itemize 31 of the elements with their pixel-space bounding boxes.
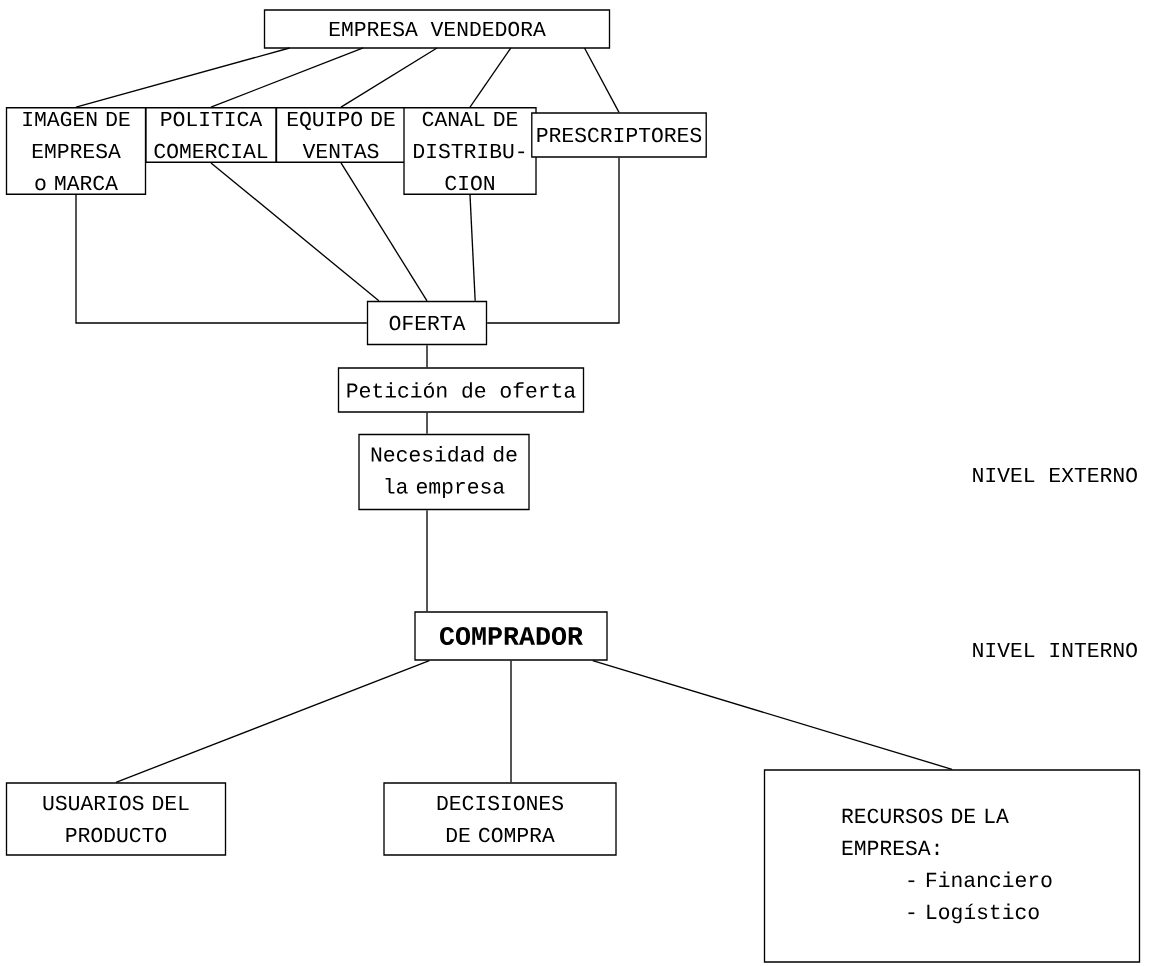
process-box: EQUIPO DE VENTAS	[275, 107, 407, 163]
process-box: RECURSOS DE LA EMPRESA: - Financiero - Logístico	[763, 769, 1141, 963]
process-box: CANAL DE DISTRIBU- CION	[403, 107, 537, 195]
process-box: IMAGEN DE EMPRESA o MARCA	[5, 107, 147, 195]
level-label: NIVEL EXTERNO	[973, 467, 1137, 483]
connector-line	[469, 194, 476, 302]
connector-line	[592, 660, 953, 770]
connector-line	[75, 47, 291, 108]
connector-line	[510, 660, 512, 783]
connector-line	[210, 162, 380, 302]
process-box: EMPRESA VENDEDORA	[263, 9, 611, 49]
connector-line	[340, 162, 428, 302]
process-box: COMPRADOR	[414, 611, 608, 661]
process-box: OFERTA	[366, 300, 488, 346]
connector-line	[486, 157, 620, 324]
level-label: NIVEL INTERNO	[973, 642, 1137, 658]
connector-line	[210, 47, 364, 108]
process-box: POLITICA COMERCIAL	[145, 107, 277, 163]
process-box: Petición de oferta	[337, 367, 585, 413]
process-box: DECISIONES DE COMPRA	[383, 782, 617, 856]
connector-line	[426, 509, 428, 612]
connector-line	[75, 194, 368, 324]
connector-line	[115, 660, 430, 783]
connector-line	[583, 47, 620, 113]
connector-line	[469, 47, 512, 108]
connector-line	[340, 47, 438, 108]
process-box: PRESCRIPTORES	[531, 112, 707, 158]
process-box: Necesidad de la empresa	[358, 433, 530, 511]
connector-line	[426, 412, 428, 435]
process-box: USUARIOS DEL PRODUCTO	[5, 782, 227, 856]
connector-line	[426, 344, 428, 368]
